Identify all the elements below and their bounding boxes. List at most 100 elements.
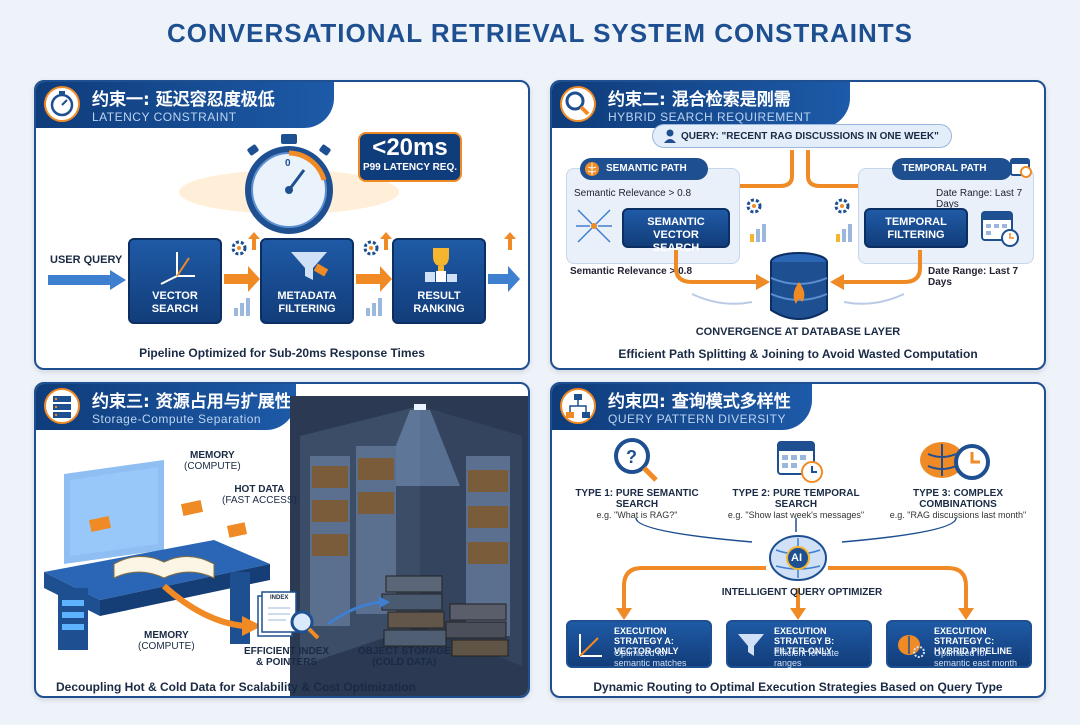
temporal-path-pill: TEMPORAL PATH	[892, 158, 1012, 180]
panel-title-zh: 约束三: 资源占用与扩展性	[92, 392, 292, 412]
stopwatch-icon	[44, 86, 80, 122]
type-title: TYPE 1: PURE SEMANTIC SEARCH	[575, 488, 699, 510]
temporal-filtering-box: TEMPORAL FILTERING	[864, 208, 968, 248]
semantic-relevance-bottom: Semantic Relevance > 0.8	[570, 266, 693, 277]
trophy-icon	[425, 248, 457, 282]
query-bar: QUERY: "RECENT RAG DISCUSSIONS IN ONE WE…	[652, 124, 952, 148]
page-title: CONVERSATIONAL RETRIEVAL SYSTEM CONSTRAI…	[166, 18, 913, 48]
type-1: TYPE 1: PURE SEMANTIC SEARCH e.g. "What …	[562, 488, 712, 520]
bar-chart-icon	[750, 224, 766, 242]
type-title: TYPE 3: COMPLEX COMBINATIONS	[912, 488, 1003, 510]
axes-icon	[160, 252, 195, 285]
dial-zero: 0	[285, 158, 291, 169]
pipeline-arrows	[224, 266, 520, 292]
compute-desk	[44, 460, 270, 650]
panel-title-zh: 约束四: 查询模式多样性	[608, 392, 791, 412]
hybrid-search-panel: 约束二: 混合检索是刚需 HYBRID SEARCH REQUIREMENT Q…	[550, 80, 1046, 370]
query-diversity-panel: 约束四: 查询模式多样性 QUERY PATTERN DIVERSITY ? T…	[550, 382, 1046, 698]
bar-chart-icon	[836, 224, 852, 242]
label-main: HOT DATA	[234, 484, 285, 495]
up-arrow-icon	[504, 232, 516, 250]
type-title: TYPE 2: PURE TEMPORAL SEARCH	[732, 488, 860, 510]
optimizer-label: INTELLIGENT QUERY OPTIMIZER	[721, 587, 883, 598]
strategy-b: EXECUTION STRATEGY B: FILTER-ONLY Effici…	[726, 620, 872, 668]
to-storage-arrow	[327, 596, 390, 626]
box-label: TEMPORAL FILTERING	[885, 216, 947, 241]
up-arrow-icon	[380, 232, 392, 250]
latency-sub: P99 LATENCY REQ.	[362, 162, 458, 173]
server-icon	[44, 388, 80, 424]
question-search-icon: ?	[614, 438, 658, 482]
strategy-desc: Optimized for semantic east month	[934, 648, 1018, 668]
brain-gear-icon	[898, 635, 925, 658]
convergence-label: CONVERGENCE AT DATABASE LAYER	[695, 326, 901, 338]
calendar-clock-icon	[777, 441, 823, 483]
metadata-filter-box: METADATA FILTERING	[260, 238, 354, 324]
type-3: TYPE 3: COMPLEX COMBINATIONS e.g. "RAG d…	[878, 488, 1038, 520]
strategy-title: EXECUTION STRATEGY C: HYBRID PIPELINE	[934, 626, 1013, 656]
label-sub: (FAST ACCESS)	[222, 495, 297, 506]
calendar-icon	[1010, 158, 1032, 178]
index-doc-icon	[257, 591, 320, 640]
user-query-label: USER QUERY	[50, 254, 123, 266]
ai-label: AI	[791, 552, 802, 564]
memory-bottom-label: MEMORY (COMPUTE)	[138, 630, 195, 652]
label-main: MEMORY	[144, 630, 189, 641]
input-arrow	[48, 270, 126, 290]
pill-label: SEMANTIC PATH	[606, 163, 687, 174]
flowchart-icon	[560, 388, 596, 424]
search-icon	[560, 86, 596, 122]
query-text: QUERY: "RECENT RAG DISCUSSIONS IN ONE WE…	[681, 131, 939, 142]
funnel-icon	[738, 634, 764, 656]
calendar-clock-icon	[981, 211, 1019, 247]
panel-caption: Efficient Path Splitting & Joining to Av…	[618, 347, 978, 361]
routing-arrows	[616, 517, 974, 620]
result-ranking-box: RESULT RANKING	[392, 238, 486, 324]
label-sub: (COLD DATA)	[372, 657, 437, 668]
up-arrow-icon	[248, 232, 260, 250]
vector-axes-icon	[579, 634, 602, 657]
panel-title-en: QUERY PATTERN DIVERSITY	[608, 412, 786, 426]
gear-icon	[834, 198, 850, 214]
data-flow-arrow	[161, 583, 262, 636]
panel-header: 约束一: 延迟容忍度极低 LATENCY CONSTRAINT	[36, 82, 334, 128]
ai-brain-icon	[769, 535, 827, 581]
cold-storage-room	[290, 396, 528, 696]
type-example: e.g. "RAG discussions last month"	[889, 510, 1027, 520]
storage-compute-panel: 约束三: 资源占用与扩展性 Storage-Compute Separation	[34, 382, 530, 698]
step-label: METADATA FILTERING	[277, 290, 337, 315]
index-label: EFFICIENT INDEX & POINTERS	[244, 646, 329, 668]
strategy-desc: Efficient for date ranges	[774, 648, 839, 668]
step-label: RESULT RANKING	[413, 290, 465, 315]
object-storage-label: OBJECT STORAGE (COLD DATA)	[358, 646, 451, 668]
gear-icon	[363, 240, 379, 256]
semantic-relevance-top: Semantic Relevance > 0.8	[574, 188, 692, 199]
database-icon	[770, 252, 828, 320]
date-range-bottom: Date Range: Last 7 Days	[928, 266, 1019, 288]
vector-field-icon	[576, 209, 612, 243]
bar-chart-icon	[366, 298, 382, 316]
type-2: TYPE 2: PURE TEMPORAL SEARCH e.g. "Show …	[716, 488, 876, 520]
panel-title-en: HYBRID SEARCH REQUIREMENT	[608, 110, 812, 124]
svg-text:?: ?	[626, 447, 637, 467]
pill-label: TEMPORAL PATH	[902, 163, 987, 174]
label-sub: & POINTERS	[255, 657, 318, 668]
type-example: e.g. "What is RAG?"	[596, 510, 678, 520]
label-main: OBJECT STORAGE	[358, 646, 451, 657]
strategy-title: EXECUTION STRATEGY A: VECTOR-ONLY	[614, 626, 679, 656]
panel-header: 约束四: 查询模式多样性 QUERY PATTERN DIVERSITY	[552, 384, 812, 430]
latency-badge: <20ms P99 LATENCY REQ.	[358, 132, 462, 182]
label-sub: (COMPUTE)	[184, 461, 241, 472]
panel-header: 约束二: 混合检索是刚需 HYBRID SEARCH REQUIREMENT	[552, 82, 850, 128]
label-sub: (COMPUTE)	[138, 641, 195, 652]
step-label: VECTOR SEARCH	[151, 290, 199, 315]
type-example: e.g. "Show last week's messages"	[727, 510, 865, 520]
label-main: EFFICIENT INDEX	[244, 646, 330, 657]
join-arrows	[674, 250, 922, 305]
stopwatch-graphic	[179, 134, 399, 234]
strategy-a: EXECUTION STRATEGY A: VECTOR-ONLY Optimi…	[566, 620, 712, 668]
latency-panel: 约束一: 延迟容忍度极低 LATENCY CONSTRAINT 0 <20ms …	[34, 80, 530, 370]
gear-icon	[746, 198, 762, 214]
panel-caption: Decoupling Hot & Cold Data for Scalabili…	[55, 680, 417, 694]
gear-icon	[231, 240, 247, 256]
